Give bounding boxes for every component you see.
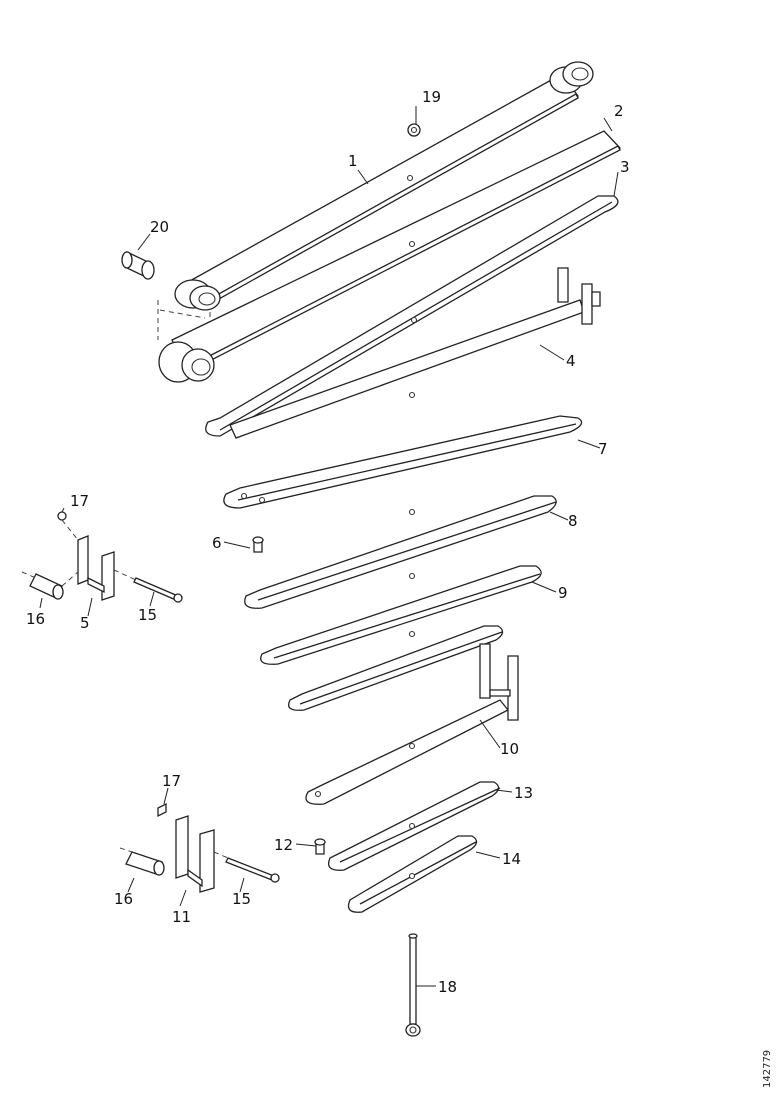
callout-3: 3 [620,158,630,176]
callout-17-lower: 17 [162,772,181,790]
part-14-leaf [347,835,478,913]
part-2-wrapper-leaf [158,130,622,383]
leader-lines [39,106,619,987]
upper-clip-assembly [21,511,183,603]
drawing-reference: 142779 [762,1050,773,1088]
callout-16-upper: 16 [26,610,45,628]
callout-10: 10 [500,740,519,758]
part-6-center-bolt [252,536,264,553]
part-19-nut [407,123,421,137]
part-5-clip-right [101,551,115,601]
part-12-bolt [314,838,326,855]
callout-4: 4 [566,352,576,370]
callout-15-lower: 15 [232,890,251,908]
callout-17-upper: 17 [70,492,89,510]
callout-12: 12 [274,836,293,854]
part-20-bushing [121,250,155,280]
callout-14: 14 [502,850,521,868]
part-11-clip-right [199,829,215,893]
part-10-leaf-with-clip [305,643,519,805]
part-17-nut-lower [157,802,167,818]
part-4-leaf-with-clip [229,267,601,439]
lower-clip-assembly [119,802,280,893]
part-18-long-bolt [405,933,421,1037]
part-7-leaf [223,415,583,516]
callout-6: 6 [212,534,222,552]
callout-9: 9 [558,584,568,602]
callout-13: 13 [514,784,533,802]
callout-2: 2 [614,102,624,120]
part-17-nut-upper [57,511,67,521]
part-1-main-leaf [174,61,594,311]
callout-11: 11 [172,908,191,926]
part-3-leaf [205,195,619,437]
part-13-leaf [327,781,501,871]
callout-5: 5 [80,614,90,632]
leaf-between-9-and-10 [287,625,504,711]
callout-19: 19 [422,88,441,106]
callout-15-upper: 15 [138,606,157,624]
part-15-bolt-upper [133,577,179,601]
part-8-leaf [244,495,557,609]
part-5-clip-left [77,535,89,585]
part-11-clip-left [175,815,189,879]
callout-1: 1 [348,152,358,170]
part-15-bolt-lower [225,857,275,881]
callout-8: 8 [568,512,578,530]
callout-16-lower: 16 [114,890,133,908]
callout-labels: 1 2 3 4 7 8 9 10 13 14 6 12 18 19 20 17 … [26,88,630,996]
callout-18: 18 [438,978,457,996]
callout-7: 7 [598,440,608,458]
callout-20: 20 [150,218,169,236]
